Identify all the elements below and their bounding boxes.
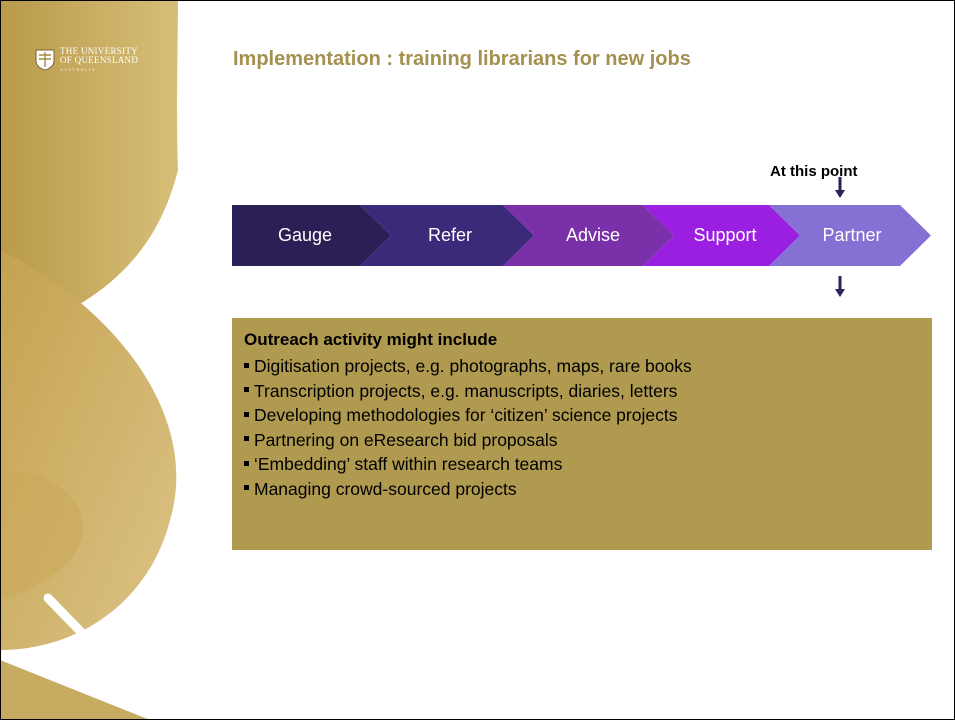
stage-chevron-support [643, 205, 800, 266]
list-item-text: Developing methodologies for ‘citizen’ s… [254, 405, 678, 425]
list-item-text: Digitisation projects, e.g. photographs,… [254, 356, 692, 376]
down-arrow-icon [835, 177, 845, 198]
stage-chevron-partner [769, 205, 931, 266]
list-item: Digitisation projects, e.g. photographs,… [244, 354, 922, 379]
bullet-icon [244, 411, 249, 417]
list-item-text: Transcription projects, e.g. manuscripts… [254, 380, 678, 401]
stage-label-gauge: Gauge [277, 225, 333, 245]
stage-label-refer: Refer [427, 225, 472, 245]
logo-line-3: AUSTRALIA [60, 66, 97, 72]
list-item: Transcription projects, e.g. manuscripts… [244, 379, 922, 404]
bullet-icon [244, 460, 249, 466]
logo-line-1: THE UNIVERSITY [60, 45, 138, 56]
list-item-text: Managing crowd-sourced projects [254, 478, 517, 499]
outreach-heading: Outreach activity might include [244, 330, 498, 349]
stage-chevron-advise [503, 205, 674, 266]
bullet-icon [244, 362, 249, 368]
list-item: Managing crowd-sourced projects [244, 477, 922, 502]
down-arrow-icon [835, 276, 845, 297]
list-item-text: ‘Embedding’ staff within research teams [254, 454, 563, 474]
list-item: Partnering on eResearch bid proposals [244, 428, 922, 453]
list-item: Developing methodologies for ‘citizen’ s… [244, 403, 922, 428]
stage-chevron-gauge [232, 205, 391, 266]
crest-icon [35, 49, 55, 71]
university-logo: THE UNIVERSITY OF QUEENSLAND AUSTRALIA [35, 45, 139, 74]
logo-text: THE UNIVERSITY OF QUEENSLAND AUSTRALIA [60, 45, 139, 74]
list-item-text: Partnering on eResearch bid proposals [254, 429, 558, 450]
decorative-sidebar [0, 0, 178, 720]
slide-title: Implementation : training librarians for… [233, 48, 691, 70]
stage-label-support: Support [693, 225, 757, 245]
list-item: ‘Embedding’ staff within research teams [244, 452, 922, 477]
stage-label-partner: Partner [822, 225, 882, 245]
stage-label-advise: Advise [565, 225, 621, 245]
callout-label: At this point [770, 163, 858, 180]
process-chevrons: Gauge Refer Advise Support Partner [232, 205, 932, 266]
logo-line-2: OF QUEENSLAND [60, 54, 139, 65]
bullet-icon [244, 485, 249, 491]
outreach-box: Outreach activity might include Digitisa… [232, 318, 932, 550]
stage-chevron-refer [360, 205, 534, 266]
bullet-icon [244, 436, 249, 442]
outreach-list: Digitisation projects, e.g. photographs,… [244, 354, 922, 501]
bullet-icon [244, 387, 249, 393]
